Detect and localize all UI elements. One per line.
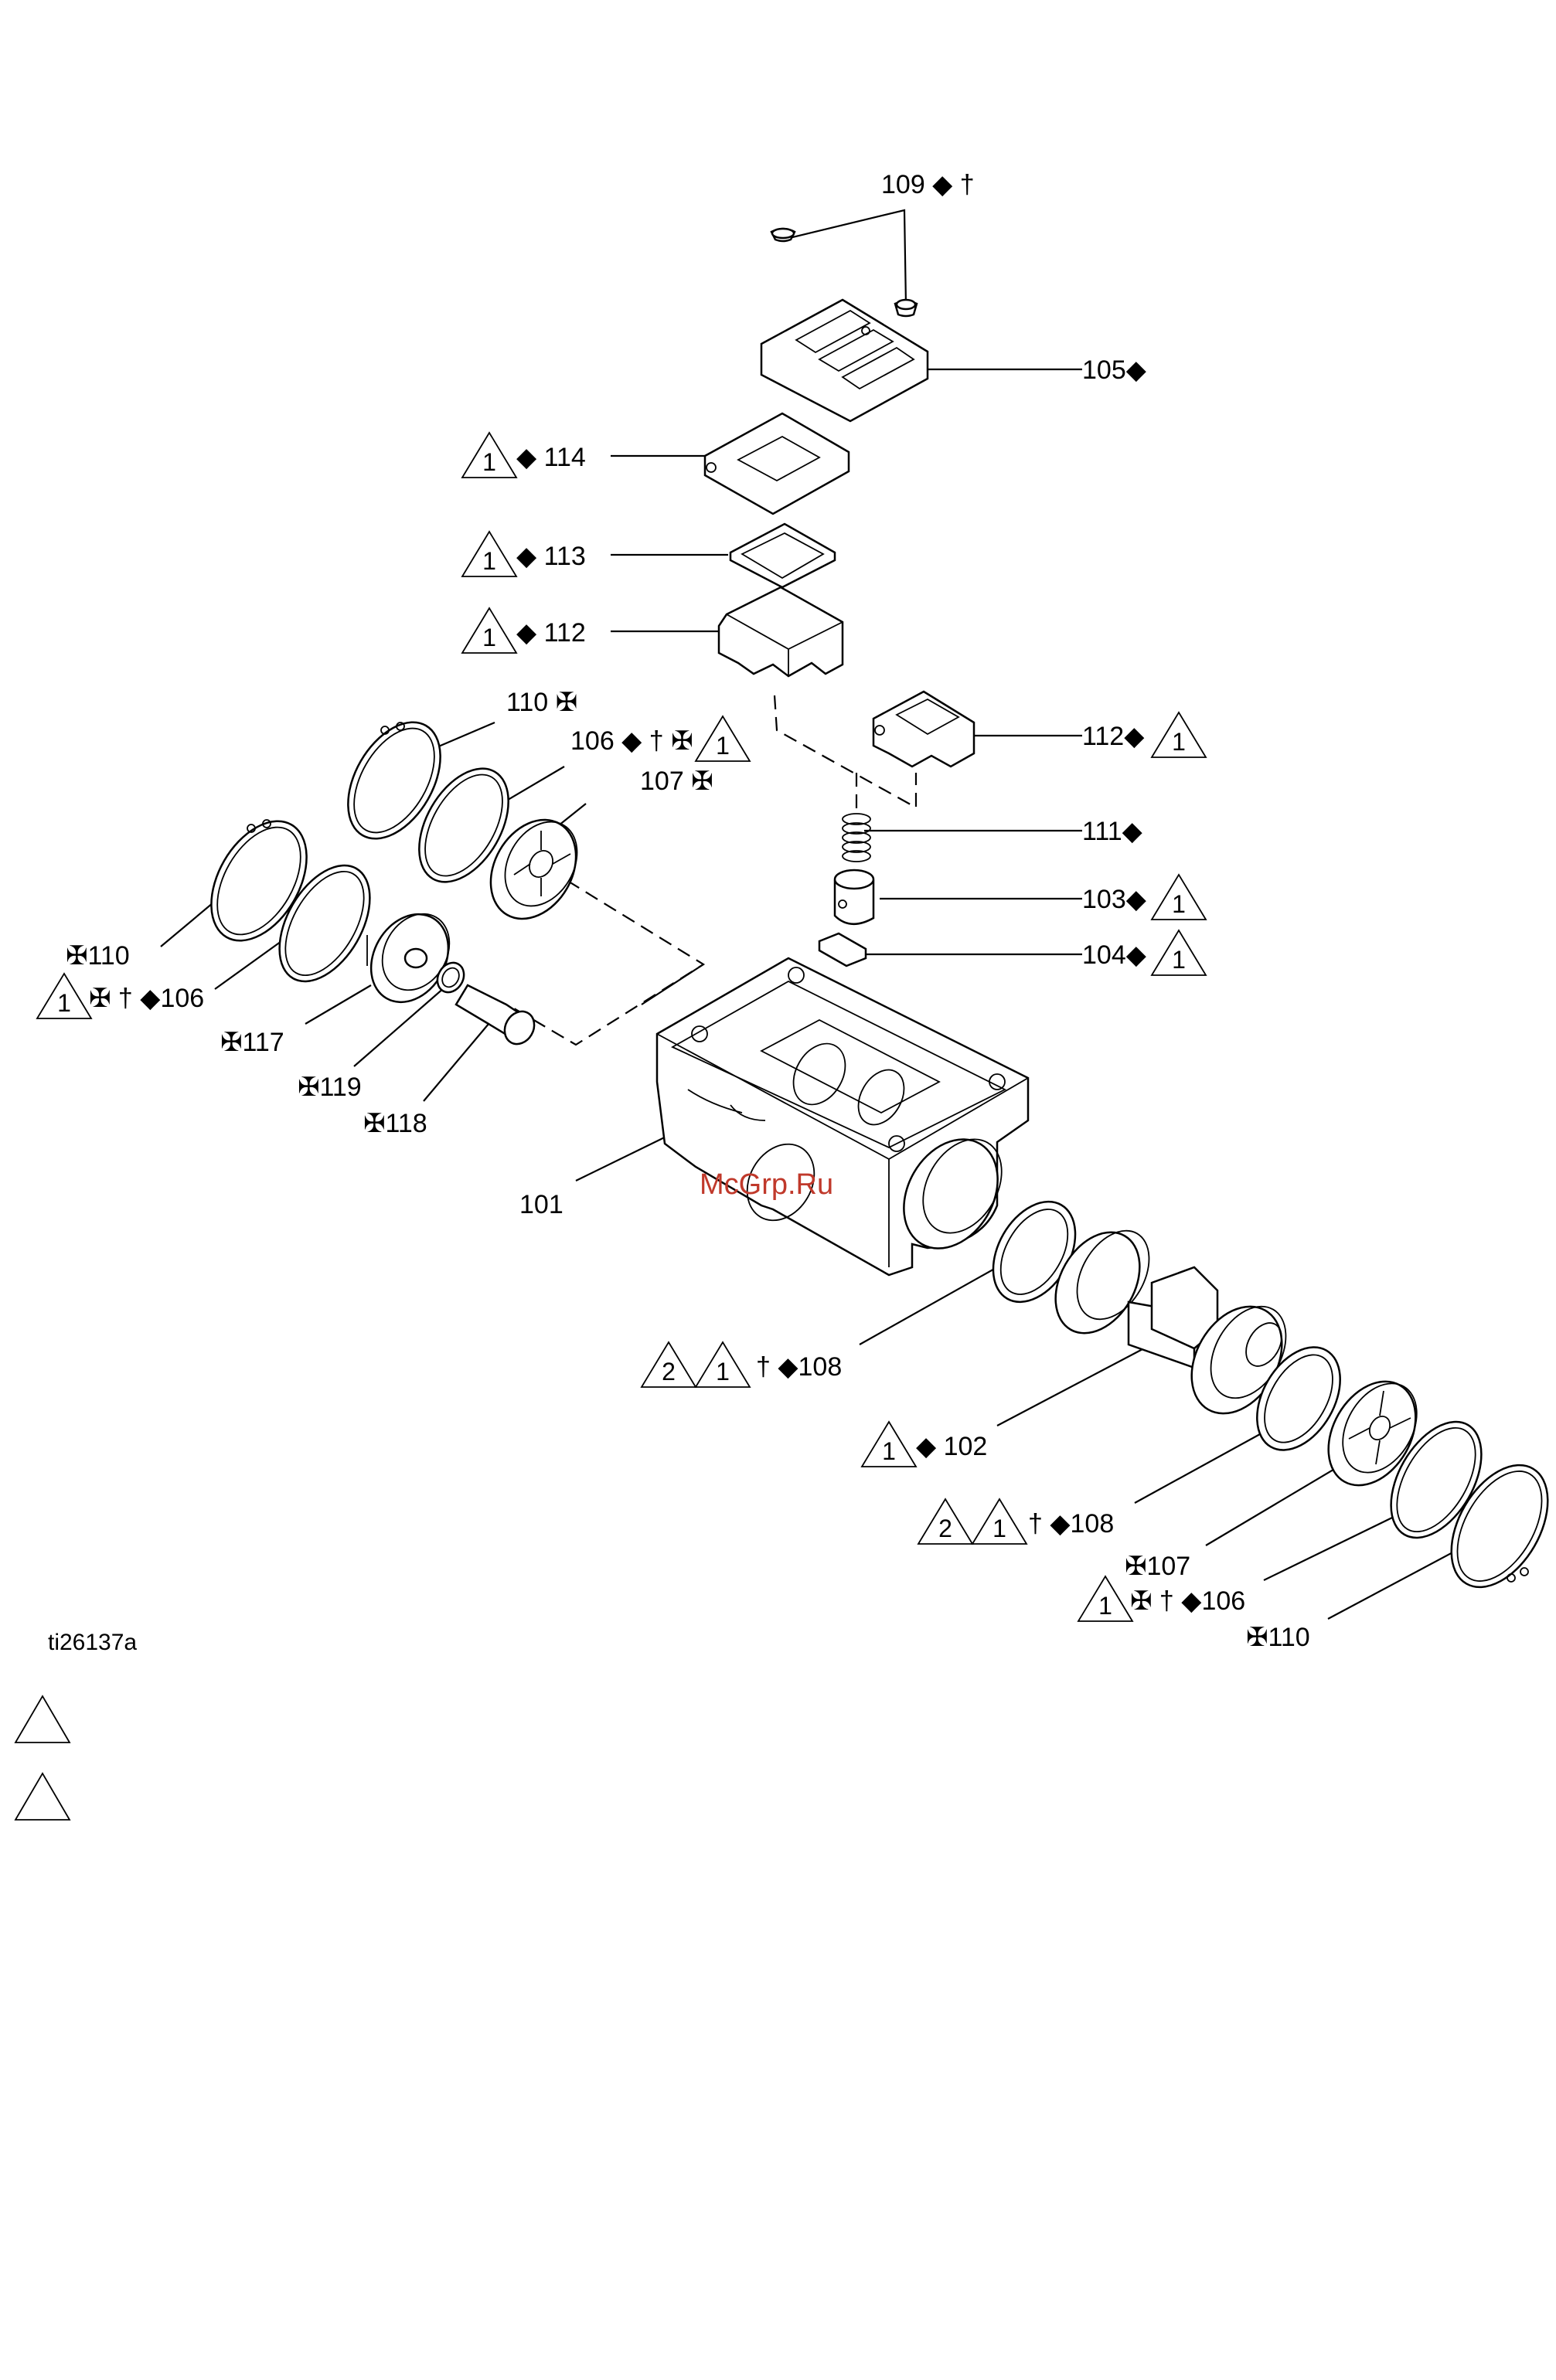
callout-110-left: ✠110 (66, 941, 130, 971)
label-text: 105◆ (1082, 355, 1147, 385)
callout-109: 109 ◆ † (881, 170, 975, 199)
callout-113: 1 ◆ 113 (462, 532, 586, 576)
triangle-note-number: 1 (993, 1515, 1006, 1542)
label-text: ◆ 113 (516, 542, 586, 571)
label-text: ◆ 102 (916, 1432, 987, 1461)
label-text: ✠117 (220, 1028, 284, 1057)
label-text: 112◆ (1082, 722, 1145, 751)
callout-118: ✠118 (363, 1109, 427, 1138)
label-text: ✠119 (298, 1073, 362, 1102)
triangle-note-number: 1 (482, 448, 496, 476)
part-114-seal-plate (705, 413, 849, 514)
triangle-note-number: 1 (716, 1358, 730, 1386)
label-text: ✠118 (363, 1109, 427, 1138)
callout-108-upper: 2 1 † ◆108 (642, 1342, 842, 1387)
label-text: ◆ 112 (516, 618, 586, 648)
label-text: ✠107 (1125, 1552, 1190, 1581)
label-text: 104◆ (1082, 940, 1147, 970)
label-text: † ◆108 (756, 1352, 842, 1382)
label-text: 101 (519, 1190, 563, 1219)
triangle-note-number: 1 (1172, 946, 1186, 974)
label-text: ✠110 (66, 941, 130, 971)
callout-103: 103◆ 1 (1082, 875, 1206, 920)
callout-119: ✠119 (298, 1073, 362, 1102)
callout-107-lower: ✠107 (1125, 1552, 1190, 1581)
callout-106-left: 1 ✠ † ◆106 (37, 974, 204, 1018)
label-text: 103◆ (1082, 885, 1147, 914)
triangle-note-number: 1 (1172, 890, 1186, 918)
label-text: ◆ 114 (516, 443, 586, 472)
note-triangle-2 (15, 1773, 70, 1820)
label-text: † ◆108 (1028, 1509, 1114, 1538)
note-triangle-1 (15, 1696, 70, 1742)
label-text: ✠110 (1246, 1623, 1310, 1652)
callout-114: 1 ◆ 114 (462, 433, 586, 478)
part-112-valve-carrier-left (719, 587, 843, 676)
part-112-valve-carrier-right (873, 692, 974, 767)
part-103-pilot-block (835, 870, 873, 924)
callout-112-right: 112◆ 1 (1082, 712, 1206, 757)
callout-108-lower: 2 1 † ◆108 (918, 1499, 1114, 1544)
part-118-shaft-pin (456, 985, 540, 1049)
callout-111: 111◆ (1082, 817, 1143, 846)
triangle-note-number: 1 (57, 989, 71, 1017)
label-text: 107 ✠ (640, 767, 713, 796)
triangle-note-number: 2 (662, 1358, 676, 1386)
triangle-note-number: 2 (938, 1515, 952, 1542)
triangle-note-number: 1 (482, 547, 496, 575)
label-text: 111◆ (1082, 817, 1143, 846)
callout-104: 104◆ 1 (1082, 930, 1206, 975)
callout-106-lower: 1 ✠ † ◆106 (1078, 1576, 1245, 1621)
callout-110-lower: ✠110 (1246, 1623, 1310, 1652)
label-text: ✠ † ◆106 (89, 984, 204, 1013)
callout-106-upper: 106 ◆ † ✠ 1 (570, 716, 750, 761)
callout-107-upper: 107 ✠ (640, 767, 713, 796)
label-text: 106 ◆ † ✠ (570, 726, 693, 756)
part-113-gasket (730, 524, 835, 587)
figure-id: ti26137a (48, 1630, 137, 1655)
part-111-spring (843, 814, 870, 862)
callout-101: 101 (519, 1190, 563, 1219)
label-text: ✠ † ◆106 (1130, 1586, 1245, 1616)
part-117-piston-cup (356, 900, 464, 1016)
callout-112-left: 1 ◆ 112 (462, 608, 586, 653)
callout-117: ✠117 (220, 1028, 284, 1057)
label-text: 109 ◆ † (881, 170, 975, 199)
label-text: 110 ✠ (506, 688, 577, 717)
triangle-note-number: 1 (882, 1437, 896, 1465)
callout-105: 105◆ (1082, 355, 1147, 385)
triangle-note-number: 1 (1172, 728, 1186, 756)
triangle-note-number: 1 (482, 624, 496, 651)
triangle-note-number: 1 (716, 732, 730, 760)
part-104-pin (819, 933, 866, 966)
part-105-cover-plate (761, 300, 928, 421)
triangle-note-number: 1 (1098, 1592, 1112, 1620)
watermark: McGrp.Ru (700, 1168, 833, 1201)
callout-110-upper: 110 ✠ (506, 688, 577, 717)
part-101-center-housing (657, 958, 1028, 1275)
callout-102: 1 ◆ 102 (862, 1422, 987, 1467)
